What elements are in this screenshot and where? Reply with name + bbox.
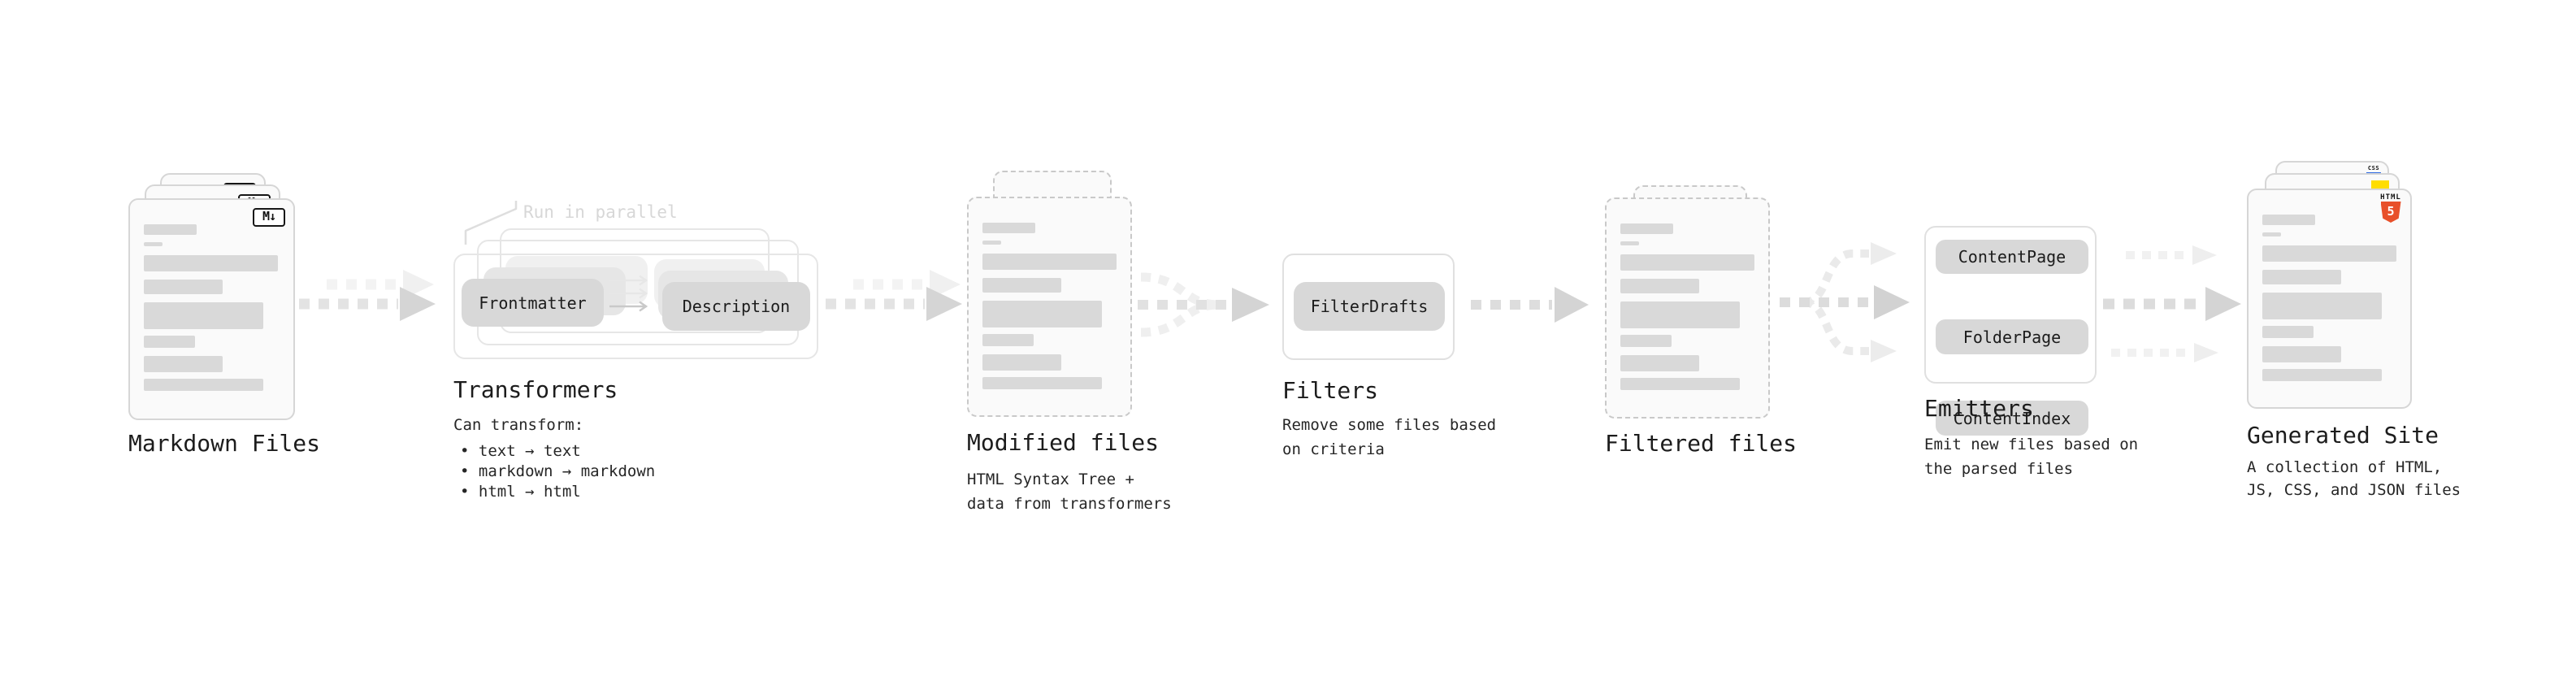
- text-line-placeholder: [144, 280, 223, 294]
- generated-site-desc: JS, CSS, and JSON files: [2247, 481, 2461, 499]
- run-in-parallel-annotation: Run in parallel: [523, 202, 678, 222]
- emitters-desc: Emit new files based on: [1924, 436, 2139, 453]
- text-line-placeholder: [1620, 355, 1699, 371]
- filtered-files-label: Filtered files: [1605, 430, 1798, 457]
- text-line-placeholder: [982, 354, 1061, 371]
- markdown-files-label: Markdown Files: [128, 430, 321, 457]
- transformers-bullets: • text → text • markdown → markdown • ht…: [460, 441, 655, 502]
- text-line-placeholder: [2262, 369, 2382, 381]
- text-line-placeholder: [2262, 232, 2281, 236]
- stage-emitters-box: ContentPage FolderPage ContentIndex: [1924, 226, 2097, 436]
- bullet-item: • text → text: [460, 442, 581, 460]
- text-line-placeholder: [982, 278, 1061, 293]
- bullet-item: • html → html: [460, 483, 581, 501]
- contentpage-pill: ContentPage: [1936, 240, 2088, 274]
- transform-arrows-icon: [609, 275, 648, 312]
- text-line-placeholder: [144, 336, 195, 348]
- site-page-html: HTML 5: [2247, 189, 2412, 409]
- modified-page-front: [967, 197, 1132, 417]
- stage-generated-site: CSS HTML 5: [2247, 161, 2413, 410]
- text-line-placeholder: [982, 377, 1102, 389]
- emitters-label: Emitters: [1924, 395, 2034, 422]
- text-line-placeholder: [2262, 215, 2315, 225]
- flow-arrow-markdown-to-transformers: [299, 270, 436, 321]
- flow-arrow-filters-to-filtered: [1471, 287, 1589, 323]
- annotation-leader-line: [464, 201, 518, 245]
- emitters-desc: the parsed files: [1924, 460, 2074, 478]
- filters-desc: Remove some files based: [1282, 416, 1497, 434]
- text-line-placeholder: [144, 242, 163, 246]
- text-line-placeholder: [1620, 241, 1639, 245]
- text-line-placeholder: [144, 255, 278, 271]
- html5-icon: HTML 5: [2380, 194, 2401, 223]
- filterdrafts-pill: FilterDrafts: [1294, 282, 1445, 331]
- description-pill: Description: [662, 282, 810, 331]
- frontmatter-pill: Frontmatter: [462, 279, 604, 327]
- generated-site-label: Generated Site: [2247, 422, 2439, 449]
- text-line-placeholder: [1620, 223, 1673, 234]
- css-label: CSS: [2367, 165, 2380, 171]
- flow-arrow-emitters-to-site: [2103, 245, 2241, 362]
- transformer-box-front: [453, 254, 818, 359]
- text-line-placeholder: [2262, 346, 2341, 362]
- stage-transformers: Frontmatter Description: [453, 228, 821, 362]
- text-line-placeholder: [1620, 378, 1740, 390]
- filters-desc: on criteria: [1282, 440, 1385, 458]
- markdown-page-front: M↓: [128, 198, 295, 420]
- js-file-icon: [2371, 180, 2389, 189]
- text-line-placeholder: [2262, 326, 2314, 338]
- markdown-icon: M↓: [253, 208, 285, 227]
- bullet-item: • markdown → markdown: [460, 462, 656, 480]
- document-text-lines: [982, 223, 1121, 389]
- modified-files-desc: data from transformers: [967, 495, 1172, 513]
- text-line-placeholder: [982, 223, 1035, 233]
- stage-filtered-files: [1605, 185, 1772, 421]
- transformers-desc-title: Can transform:: [453, 416, 584, 434]
- text-line-placeholder: [2262, 270, 2341, 284]
- text-line-placeholder: [2262, 245, 2396, 262]
- text-line-placeholder: [144, 379, 263, 391]
- text-line-placeholder: [982, 301, 1102, 327]
- document-text-lines: [1620, 223, 1759, 390]
- folderpage-pill: FolderPage: [1936, 319, 2088, 354]
- flow-arrow-filtered-to-emitters: [1780, 242, 1910, 362]
- text-line-placeholder: [1620, 279, 1699, 293]
- transformers-label: Transformers: [453, 376, 618, 403]
- text-line-placeholder: [1620, 335, 1672, 347]
- text-line-placeholder: [1620, 254, 1754, 271]
- text-line-placeholder: [982, 241, 1001, 245]
- flow-arrow-modified-to-filters: [1138, 272, 1269, 337]
- text-line-placeholder: [982, 254, 1117, 270]
- html5-word: HTML: [2380, 193, 2401, 202]
- modified-files-desc: HTML Syntax Tree +: [967, 471, 1134, 488]
- text-line-placeholder: [144, 356, 223, 372]
- document-text-lines: [144, 224, 284, 391]
- flow-arrow-transformers-to-modified: [826, 270, 962, 321]
- text-line-placeholder: [1620, 301, 1740, 328]
- stage-modified-files: [967, 171, 1134, 419]
- document-text-lines: [2262, 215, 2400, 381]
- filtered-page-front: [1605, 197, 1770, 419]
- text-line-placeholder: [2262, 293, 2382, 319]
- contentindex-pill: ContentIndex: [1936, 401, 2088, 436]
- modified-files-label: Modified files: [967, 429, 1160, 456]
- filters-label: Filters: [1282, 377, 1379, 404]
- text-line-placeholder: [144, 224, 197, 235]
- generated-site-desc: A collection of HTML,: [2247, 458, 2443, 476]
- stage-filters-box: FilterDrafts: [1282, 254, 1455, 360]
- stage-markdown-files: M↓ M↓ M↓: [128, 173, 297, 422]
- text-line-placeholder: [144, 302, 263, 329]
- text-line-placeholder: [982, 334, 1034, 346]
